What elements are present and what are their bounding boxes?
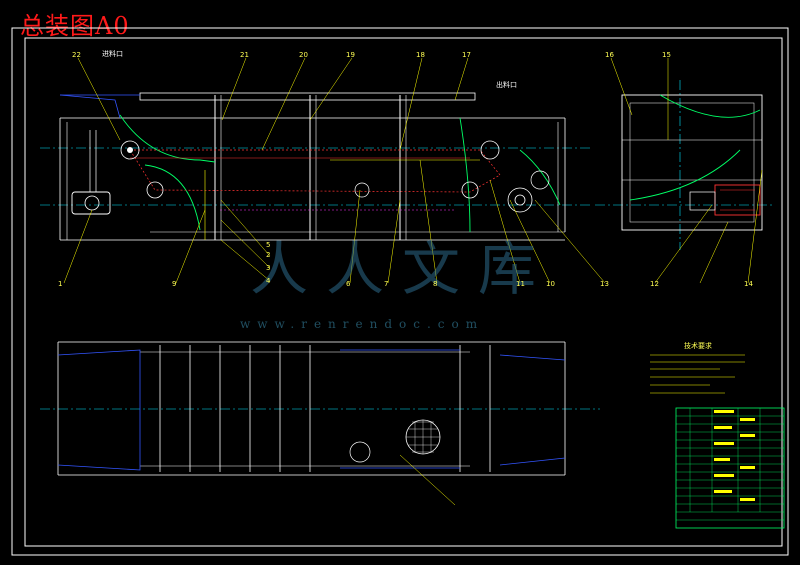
leader-lines-top [77, 57, 669, 151]
bill-of-materials [675, 407, 785, 529]
part-number-label: 13 [600, 280, 609, 288]
part-number-label: 3 [266, 264, 271, 272]
title: 总装图A0 [20, 12, 130, 40]
part-number-label: 2 [266, 251, 271, 259]
part-number-label: 17 [462, 51, 471, 59]
notes-title: 技术要求 [684, 342, 712, 350]
watermark-text: 人人文库 [250, 235, 555, 303]
part-number-label: 4 [266, 277, 271, 285]
feed-inlet-label: 进料口 [102, 50, 123, 58]
part-number-label: 12 [650, 280, 659, 288]
watermark-url: www.renrendoc.com [240, 317, 485, 331]
discharge-outlet-label: 出料口 [496, 81, 517, 89]
plan-view [40, 341, 600, 506]
leader-lines-bottom [63, 159, 763, 284]
part-number-label: 10 [546, 280, 555, 288]
part-number-label: 16 [605, 51, 614, 59]
part-number-label: 18 [416, 51, 425, 59]
part-number-label: 11 [516, 280, 525, 288]
part-number-label: 7 [384, 280, 389, 288]
front-view [40, 92, 590, 241]
part-number-label: 9 [172, 280, 177, 288]
part-number-label: 5 [266, 241, 271, 249]
technical-notes [650, 354, 745, 394]
part-number-label: 6 [346, 280, 351, 288]
side-view [595, 80, 775, 250]
part-number-label: 22 [72, 51, 81, 59]
part-number-label: 15 [662, 51, 671, 59]
outer-frame [11, 27, 789, 556]
part-number-label: 8 [433, 280, 438, 288]
inner-frame [24, 37, 783, 547]
part-number-label: 14 [744, 280, 753, 288]
part-number-label: 1 [58, 280, 63, 288]
part-number-label: 19 [346, 51, 355, 59]
part-number-label: 20 [299, 51, 308, 59]
part-number-label: 21 [240, 51, 249, 59]
